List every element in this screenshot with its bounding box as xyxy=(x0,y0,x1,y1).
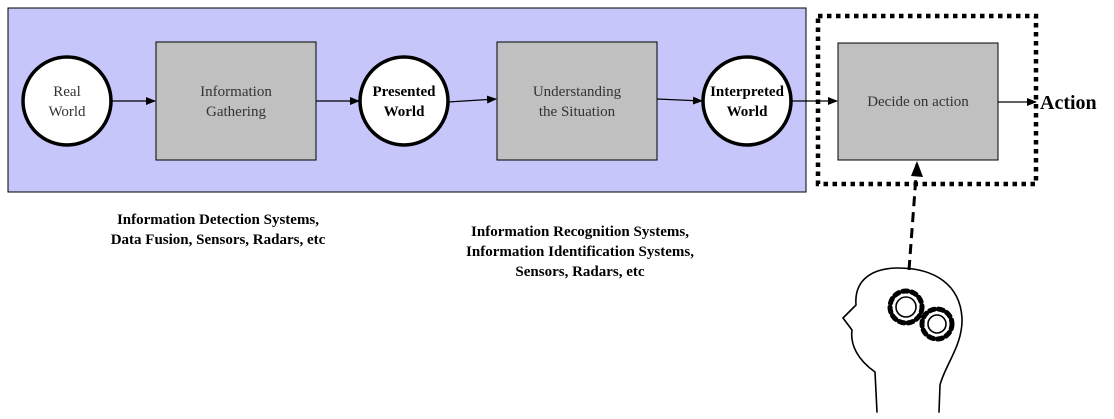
recognition-caption-line2: Information Identification Systems, xyxy=(466,244,694,260)
decide-on-action-label: Decide on action xyxy=(867,94,969,110)
detection-caption-line1: Information Detection Systems, xyxy=(116,212,320,228)
decision-dotted-frame xyxy=(815,13,1039,187)
information-gathering-label-line1: Information xyxy=(200,84,272,100)
real-world-node: Real World xyxy=(21,55,113,147)
action-label: Action xyxy=(1040,92,1097,114)
arrow-presented-to-understanding xyxy=(447,95,497,104)
recognition-caption-line3: Sensors, Radars, etc xyxy=(515,264,645,280)
understanding-situation-node: Understanding the Situation xyxy=(496,41,658,161)
presented-world-node: Presented World xyxy=(358,55,450,147)
arrowhead-human-to-decide xyxy=(911,161,923,177)
interpreted-world-label-line1: Interpreted xyxy=(710,84,785,100)
arrow-understanding-to-interpreted xyxy=(656,96,703,105)
interpreted-world-label-line2: World xyxy=(727,104,768,120)
real-world-label-line2: World xyxy=(48,104,86,120)
detection-systems-caption: Information Detection Systems, Data Fusi… xyxy=(68,210,368,250)
arrow-human-to-decide xyxy=(907,162,919,271)
presented-world-label-line2: World xyxy=(384,104,425,120)
head-with-gears-icon xyxy=(842,267,963,413)
understanding-label-line2: the Situation xyxy=(539,104,616,120)
decide-on-action-node: Decide on action xyxy=(837,42,999,161)
interpreted-world-node: Interpreted World xyxy=(701,55,793,147)
recognition-caption-line1: Information Recognition Systems, xyxy=(471,224,689,240)
presented-world-label-line1: Presented xyxy=(372,84,436,100)
understanding-label-line1: Understanding xyxy=(533,84,622,100)
recognition-systems-caption: Information Recognition Systems, Informa… xyxy=(420,222,740,282)
information-gathering-node: Information Gathering xyxy=(155,41,317,161)
detection-caption-line2: Data Fusion, Sensors, Radars, etc xyxy=(110,232,326,248)
information-gathering-label-line2: Gathering xyxy=(206,104,266,120)
real-world-label-line1: Real xyxy=(53,84,81,100)
